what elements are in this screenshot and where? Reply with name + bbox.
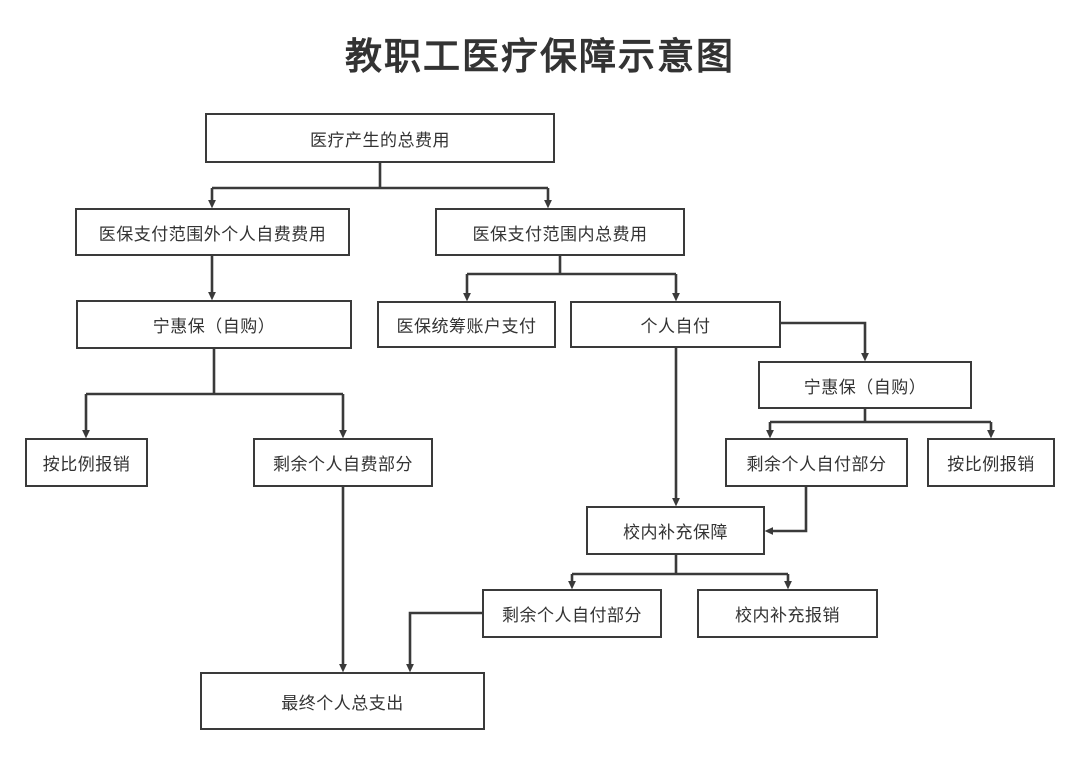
node-remaining-self-pay-cost[interactable]: 剩余个人自费部分 [253,438,433,487]
page-title: 教职工医疗保障示意图 [345,36,735,77]
node-in-scope-total-cost[interactable]: 医保支付范围内总费用 [435,208,685,256]
node-pooled-account-payment[interactable]: 医保统筹账户支付 [377,301,556,348]
node-total-medical-cost[interactable]: 医疗产生的总费用 [205,113,555,163]
edge-n13-n15 [406,611,482,673]
node-final-personal-total-expense[interactable]: 最终个人总支出 [200,672,485,730]
node-ninghuibao-right[interactable]: 宁惠保（自购） [758,361,972,409]
node-campus-supplementary-reimburse[interactable]: 校内补充报销 [697,589,878,638]
node-out-of-scope-self-pay[interactable]: 医保支付范围外个人自费费用 [75,208,350,256]
node-remaining-personal-payment-upper[interactable]: 剩余个人自付部分 [725,438,908,487]
node-ninghuibao-left[interactable]: 宁惠保（自购） [76,300,352,349]
node-proportional-reimburse-right[interactable]: 按比例报销 [927,438,1055,487]
edge-n10-n12 [764,487,808,535]
node-personal-payment[interactable]: 个人自付 [570,301,781,348]
edge-n6-n7 [781,321,869,362]
node-campus-supplementary-coverage[interactable]: 校内补充保障 [586,506,765,555]
node-remaining-personal-payment-lower[interactable]: 剩余个人自付部分 [482,589,662,638]
node-proportional-reimburse-left[interactable]: 按比例报销 [25,438,148,487]
